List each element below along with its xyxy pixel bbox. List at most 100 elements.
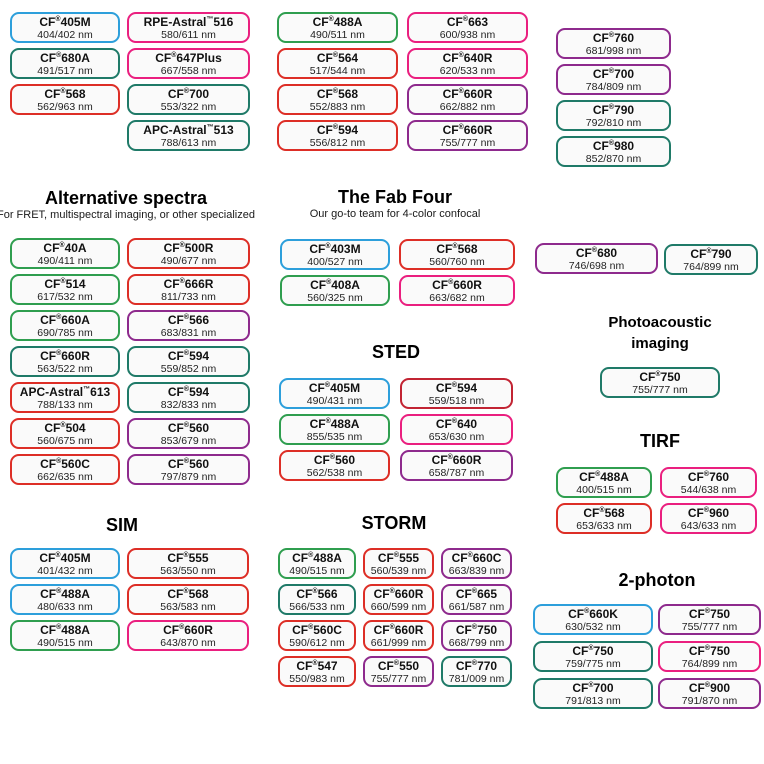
dye-name: CF®560C [40, 456, 90, 471]
dye-ex-em: 590/612 nm [289, 636, 345, 649]
dye-ex-em: 643/870 nm [160, 636, 216, 649]
section-title-tirf: TIRF [640, 431, 680, 451]
dye-name: CF®660R [432, 277, 482, 292]
dye-name: CF®660A [40, 312, 90, 327]
dye-name: CF®568 [583, 505, 625, 520]
dye-ex-em: 400/515 nm [576, 483, 632, 496]
dye-name: CF®760 [687, 469, 730, 484]
dye-name: CF®700 [167, 86, 210, 101]
dye-name: CF®564 [316, 50, 359, 65]
dye-name: CF®408A [310, 277, 360, 292]
dye-name: CF®640R [442, 50, 493, 65]
dye-ex-em: 563/522 nm [37, 362, 93, 375]
section-title-sted: STED [371, 342, 420, 362]
dye-ex-em: 563/583 nm [160, 600, 216, 613]
dye-ex-em: 490/431 nm [306, 394, 363, 407]
dye-ex-em: 755/777 nm [681, 620, 738, 633]
dye-ex-em: 490/677 nm [160, 254, 217, 267]
dye-ex-em: 788/613 nm [160, 136, 217, 149]
dye-name: CF®568 [44, 86, 86, 101]
dye-name: CF®550 [377, 658, 420, 673]
dye-ex-em: 797/879 nm [160, 470, 217, 483]
dye-ex-em: 764/899 nm [683, 260, 739, 273]
dye-ex-em: 560/675 nm [37, 434, 93, 447]
dye-name: CF®750 [688, 643, 731, 658]
dye-ex-em: 759/775 nm [565, 657, 621, 670]
dye-name: CF®660C [451, 550, 502, 565]
dye-ex-em: 792/810 nm [585, 116, 642, 129]
dye-name: CF®500R [163, 240, 214, 255]
dye-ex-em: 663/682 nm [429, 291, 485, 304]
dye-name: CF®660R [442, 86, 493, 101]
dye-name: CF®566 [296, 586, 338, 601]
dye-ex-em: 755/777 nm [632, 383, 688, 396]
section-subtitle-fab-four: Our go-to team for 4-color confocal [309, 208, 481, 220]
dye-ex-em: 784/809 nm [585, 80, 642, 93]
dye-name: CF®750 [455, 622, 498, 637]
dye-ex-em: 490/411 nm [37, 254, 93, 267]
dye-name: CF®594 [167, 384, 210, 399]
dye-ex-em: 683/831 nm [160, 326, 217, 339]
dye-name: CF®560 [167, 456, 210, 471]
dye-ex-em: 661/587 nm [448, 600, 505, 613]
dye-name: CF®488A [40, 622, 90, 637]
dye-ex-em: 855/535 nm [306, 430, 363, 443]
dye-name: CF®666R [163, 276, 214, 291]
section-title-sim: SIM [105, 515, 138, 535]
dye-ex-em: 490/515 nm [289, 564, 345, 577]
dye-ex-em: 559/852 nm [160, 362, 217, 375]
dye-name: CF®960 [687, 505, 730, 520]
dye-name: CF®504 [44, 420, 86, 435]
dye-ex-em: 791/870 nm [681, 694, 738, 707]
dye-ex-em: 653/630 nm [428, 430, 485, 443]
dye-ex-em: 553/322 nm [160, 100, 217, 113]
dye-ex-em: 560/539 nm [370, 564, 427, 577]
dye-ex-em: 811/733 nm [161, 290, 216, 303]
dye-ex-em: 491/517 nm [37, 64, 93, 77]
dye-name: CF®770 [455, 658, 498, 673]
dye-ex-em: 562/963 nm [37, 100, 93, 113]
dye-name: CF®680A [40, 50, 90, 65]
dye-name: APC-Astral™513 [143, 122, 234, 137]
dye-name: CF®405M [39, 14, 91, 29]
